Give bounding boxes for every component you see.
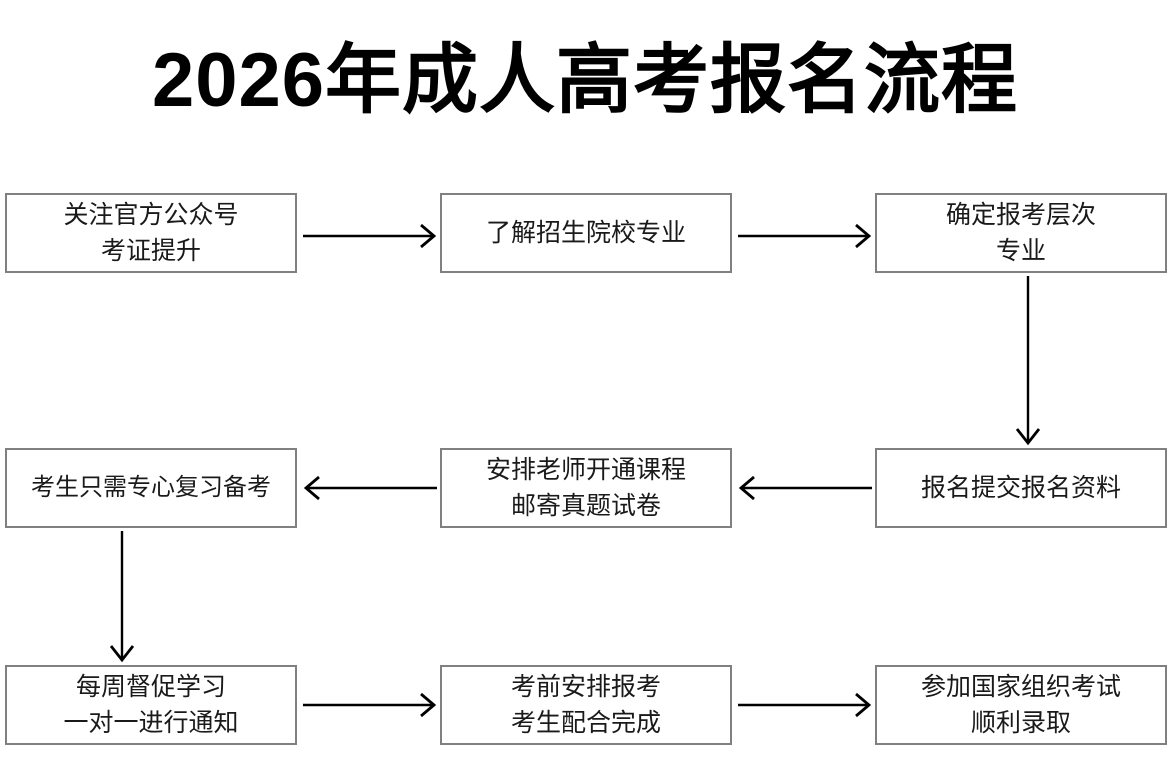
- flow-node-line: 邮寄真题试卷: [510, 492, 661, 520]
- flow-node-line: 关注官方公众号: [63, 201, 239, 229]
- arrow-node7-to-node8: [303, 685, 437, 725]
- flow-node-national-exam-admission[interactable]: 参加国家组织考试 顺利录取: [875, 665, 1167, 745]
- flow-node-line: 每周督促学习: [75, 673, 226, 701]
- page-title: 2026年成人高考报名流程: [151, 38, 1019, 123]
- flow-node-line: 报名提交报名资料: [920, 474, 1121, 502]
- flow-node-line: 了解招生院校专业: [485, 219, 686, 247]
- arrow-node3-to-node6: [1008, 276, 1048, 446]
- flow-node-confirm-level-major[interactable]: 确定报考层次 专业: [875, 193, 1167, 273]
- flow-node-line: 考生只需专心复习备考: [31, 474, 271, 501]
- flow-node-line: 一对一进行通知: [63, 709, 239, 737]
- flow-node-line: 专业: [995, 237, 1046, 265]
- flow-node-line: 安排老师开通课程: [485, 456, 686, 484]
- arrow-node2-to-node3: [738, 216, 872, 256]
- arrow-node4-to-node7: [102, 531, 142, 663]
- flow-node-line: 考生配合完成: [510, 709, 661, 737]
- flow-node-student-focus-review[interactable]: 考生只需专心复习备考: [5, 448, 297, 528]
- arrow-node6-to-node5: [736, 468, 872, 508]
- flow-node-follow-official-account[interactable]: 关注官方公众号 考证提升: [5, 193, 297, 273]
- flow-node-learn-school-major[interactable]: 了解招生院校专业: [440, 193, 732, 273]
- flow-node-teacher-course-mail-papers[interactable]: 安排老师开通课程 邮寄真题试卷: [440, 448, 732, 528]
- flow-node-weekly-study-supervision[interactable]: 每周督促学习 一对一进行通知: [5, 665, 297, 745]
- flow-node-submit-registration-materials[interactable]: 报名提交报名资料: [875, 448, 1167, 528]
- arrow-node1-to-node2: [303, 216, 437, 256]
- flow-node-line: 顺利录取: [970, 709, 1071, 737]
- arrow-node5-to-node4: [301, 468, 437, 508]
- flow-node-line: 考前安排报考: [510, 673, 661, 701]
- flow-node-line: 确定报考层次: [945, 201, 1096, 229]
- flow-node-line: 参加国家组织考试: [920, 673, 1121, 701]
- flow-node-line: 考证提升: [100, 237, 201, 265]
- arrow-node8-to-node9: [738, 685, 872, 725]
- flow-node-pre-exam-arrangement[interactable]: 考前安排报考 考生配合完成: [440, 665, 732, 745]
